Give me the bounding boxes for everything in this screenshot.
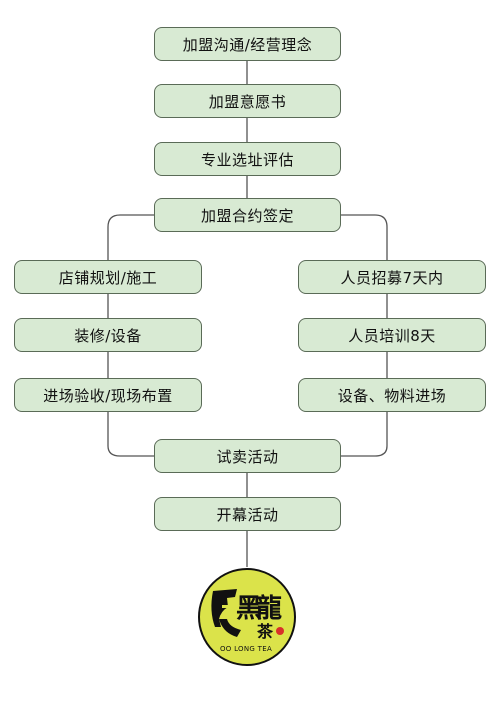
connector-merge-right — [341, 412, 388, 457]
logo-mark-text: 黑 龍 茶 — [236, 593, 282, 641]
step-equipment-materials-arrival: 设备、物料进场 — [298, 378, 486, 412]
connector-split-right — [341, 214, 388, 260]
step-site-acceptance-setup: 进场验收/现场布置 — [14, 378, 202, 412]
step-site-selection-assessment: 专业选址评估 — [154, 142, 341, 176]
step-staff-training: 人员培训8天 — [298, 318, 486, 352]
step-trial-sale-event: 试卖活动 — [154, 439, 341, 473]
step-grand-opening-event: 开幕活动 — [154, 497, 341, 531]
svg-text:黑: 黑 — [236, 594, 262, 624]
logo-red-seal-icon — [276, 627, 284, 635]
step-decoration-equipment: 装修/设备 — [14, 318, 202, 352]
step-franchise-intent-letter: 加盟意愿书 — [154, 84, 341, 118]
logo-figure-icon — [211, 589, 241, 637]
step-franchise-contract-signing: 加盟合约签定 — [154, 198, 341, 232]
svg-text:茶: 茶 — [256, 622, 274, 641]
svg-text:龍: 龍 — [256, 593, 282, 624]
step-store-planning-construction: 店铺规划/施工 — [14, 260, 202, 294]
step-staff-recruitment: 人员招募7天内 — [298, 260, 486, 294]
step-franchise-communication: 加盟沟通/经营理念 — [154, 27, 341, 61]
brand-logo: 黑 龍 茶 OO LONG TEA — [198, 568, 296, 666]
logo-name-text: OO LONG TEA — [220, 645, 272, 653]
connector-merge-left — [107, 412, 154, 457]
connector-split-left — [107, 214, 154, 260]
